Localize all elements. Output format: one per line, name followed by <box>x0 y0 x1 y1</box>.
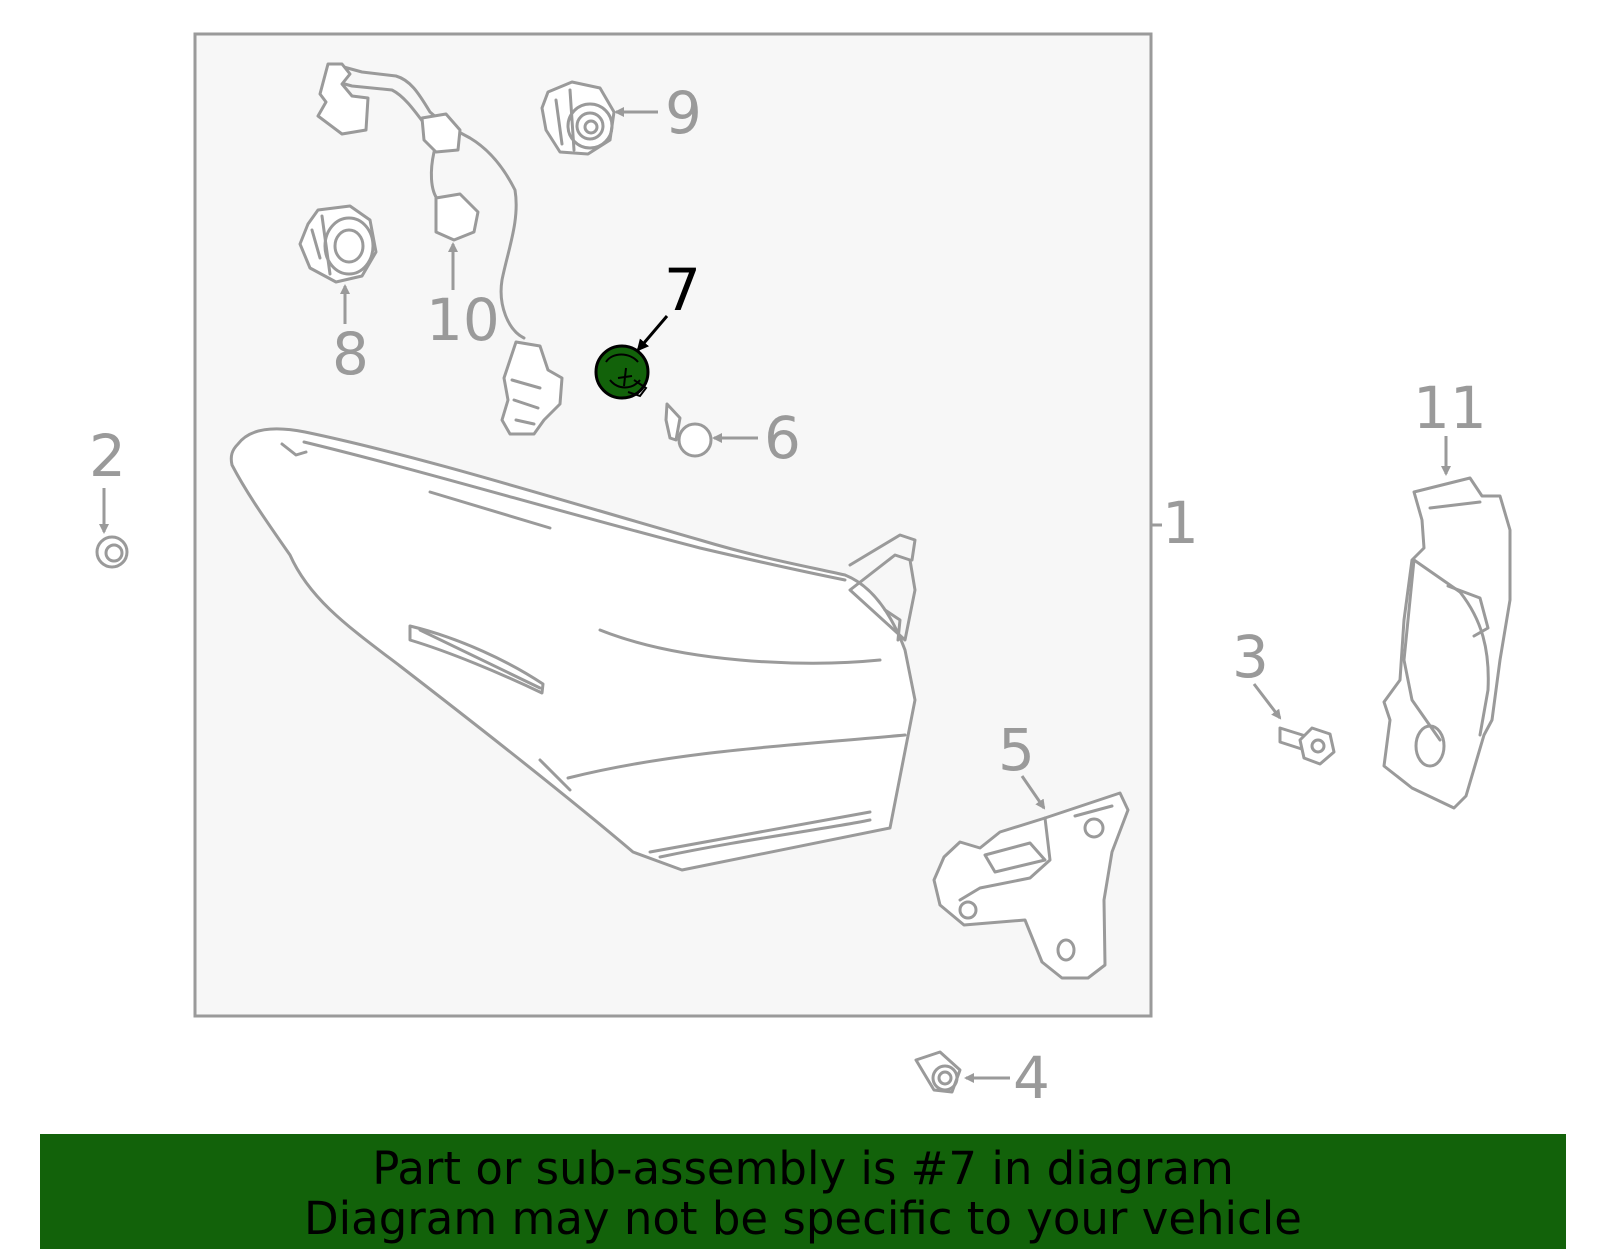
part-5-bracket[interactable] <box>932 791 1130 980</box>
callout-7-leader <box>636 315 669 352</box>
part-9-grommet[interactable] <box>540 80 616 156</box>
banner-line-1: Part or sub-assembly is #7 in diagram <box>372 1142 1234 1195</box>
callout-11: 11 <box>1413 374 1487 442</box>
callout-10: 10 <box>426 286 500 354</box>
callout-5: 5 <box>998 716 1035 784</box>
part-8-socket[interactable] <box>298 204 378 284</box>
callout-7: 7 <box>664 256 701 324</box>
callout-6: 6 <box>764 404 801 472</box>
part-7-bulb-socket[interactable] <box>594 344 650 400</box>
part-6-bulb[interactable] <box>664 402 713 458</box>
callout-3: 3 <box>1232 623 1269 691</box>
part-10-wire-harness[interactable] <box>316 62 564 436</box>
part-2-nut[interactable] <box>95 535 129 569</box>
part-11-cover[interactable] <box>1382 476 1512 810</box>
callout-4: 4 <box>1013 1044 1050 1112</box>
banner-line-2: Diagram may not be specific to your vehi… <box>304 1192 1302 1245</box>
info-banner: Part or sub-assembly is #7 in diagram Di… <box>40 1134 1566 1249</box>
part-3-bolt[interactable] <box>1278 726 1336 766</box>
callout-1: 1 <box>1162 489 1199 557</box>
callout-2: 2 <box>89 422 126 490</box>
tail-lamp-lens[interactable] <box>229 427 917 872</box>
callout-8: 8 <box>332 320 369 388</box>
callout-9: 9 <box>665 79 702 147</box>
part-4-clip[interactable] <box>914 1050 962 1094</box>
